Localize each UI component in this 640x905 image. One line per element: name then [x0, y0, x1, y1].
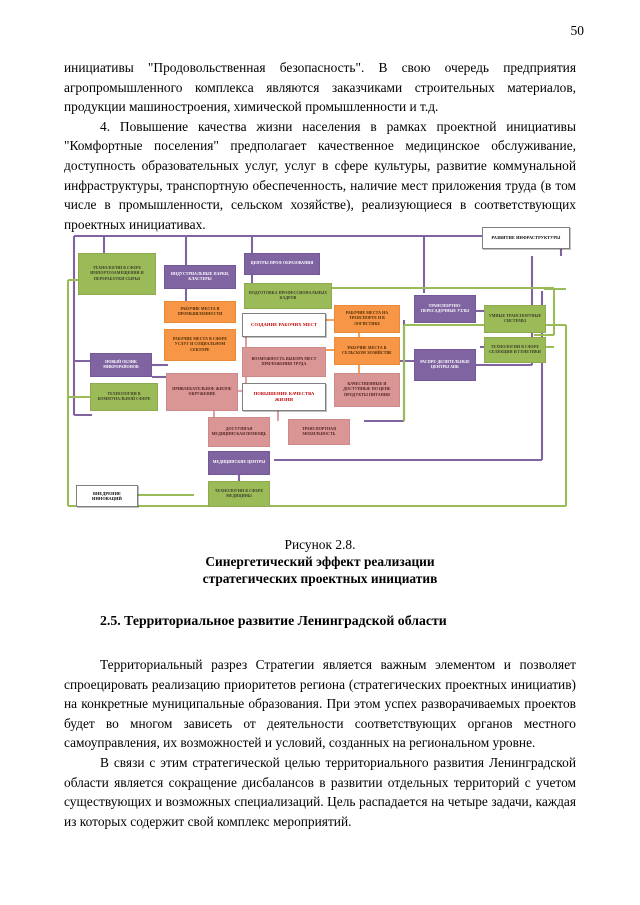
- node-novyy-oblik-mikrorayonov: НОВЫЙ ОБЛИК МИКРОРАЙОНОВ: [90, 353, 152, 377]
- node-vozmozhnost-vybora: ВОЗМОЖНОСТЬ ВЫБОРА МЕСТ ПРИЛОЖЕНИЯ ТРУДА: [242, 347, 326, 377]
- paragraph-1: инициативы "Продовольственная безопаснос…: [64, 60, 576, 115]
- node-tehnologii-selekcii: ТЕХНОЛОГИИ В СФЕРЕ СЕЛЕКЦИИ И ГЕНЕТИКИ: [484, 337, 546, 363]
- node-industrialnye-parki: ИНДУСТРИАЛЬНЫЕ ПАРКИ, КЛАСТЕРЫ: [164, 265, 236, 289]
- node-tehnologii-importozamescheniya: ТЕХНОЛОГИИ В СФЕРЕ ИМПОРТОЗАМЕЩЕНИЯ И ПЕ…: [78, 253, 156, 295]
- section-heading: 2.5. Территориальное развитие Ленинградс…: [100, 613, 447, 628]
- figure-diagram: РАЗВИТИЕ ИНФРАСТРУКТУРЫ ТЕХНОЛОГИИ В СФЕ…: [64, 225, 576, 530]
- node-rabochie-mesta-selhoz: РАБОЧИЕ МЕСТА В СЕЛЬСКОМ ХОЗЯЙСТВЕ: [334, 337, 400, 365]
- figure-title-line2: стратегических проектных инициатив: [202, 571, 438, 586]
- node-povyshenie-kachestva-zhizni: ПОВЫШЕНИЕ КАЧЕСТВА ЖИЗНИ: [242, 383, 326, 411]
- synergy-diagram: РАЗВИТИЕ ИНФРАСТРУКТУРЫ ТЕХНОЛОГИИ В СФЕ…: [64, 225, 576, 530]
- node-raspredelitelnye-centry-apk: РАСПРЕ-ДЕЛИТЕЛЬНЫЕ ЦЕНТРЫ АПК: [414, 349, 476, 381]
- node-dostupnaya-medicinskaya-pomosch: ДОСТУПНАЯ МЕДИЦИНСКАЯ ПОМОЩЬ: [208, 417, 270, 447]
- figure-title-line1: Синергетический эффект реализации: [205, 554, 435, 569]
- figure-caption: Рисунок 2.8. Синергетический эффект реал…: [64, 536, 576, 587]
- text-block-top: инициативы "Продовольственная безопаснос…: [64, 58, 576, 234]
- node-tehnologii-kommunalnoy-sfere: ТЕХНОЛОГИИ В КОММУНАЛЬНОЙ СФЕРЕ: [90, 383, 158, 411]
- node-transportnaya-mobilnost: ТРАНСПОРТНАЯ МОБИЛЬНОСТЬ: [288, 419, 350, 445]
- node-podgotovka-kadrov: ПОДГОТОВКА ПРОФЕССИОНАЛЬНЫХ КАДРОВ: [244, 283, 332, 309]
- node-rabochie-mesta-uslugi: РАБОЧИЕ МЕСТА В СФЕРЕ УСЛУГ И СОЦИАЛЬНОМ…: [164, 329, 236, 361]
- figure-number: Рисунок 2.8.: [284, 537, 356, 552]
- node-tehnologii-medicina: ТЕХНОЛОГИИ В СФЕРЕ МЕДИЦИНЫ: [208, 481, 270, 507]
- page-number: 50: [570, 23, 585, 38]
- text-block-bottom: В связи с этим стратегической целью терр…: [64, 753, 576, 831]
- paragraph-2: 4. Повышение качества жизни населения в …: [64, 118, 576, 232]
- node-kachestvennye-produkty: КАЧЕСТВЕННЫЕ И ДОСТУПНЫЕ ПО ЦЕНЕ ПРОДУКТ…: [334, 373, 400, 407]
- text-block-middle: Территориальный разрез Стратегии являетс…: [64, 655, 576, 753]
- node-umnye-transportnye-sistemy: УМНЫЕ ТРАНСПОРТНЫЕ СИСТЕМЫ: [484, 305, 546, 333]
- node-vnedrenie-innovaciy: ВНЕДРЕНИЕ ИННОВАЦИЙ: [76, 485, 138, 507]
- node-rabochie-mesta-promyshlennost: РАБОЧИЕ МЕСТА В ПРОМЫШЛЕННОСТИ: [164, 301, 236, 323]
- node-sozdanie-rabochih-mest: СОЗДАНИЕ РАБОЧИХ МЕСТ: [242, 313, 326, 337]
- node-privlekatelnoe-zhiloe-okruzhenie: ПРИВЛЕКАТЕЛЬНОЕ ЖИЛОЕ ОКРУЖЕНИЕ: [166, 373, 238, 411]
- node-centry-prof-obrazovaniya: ЦЕНТРЫ ПРОФ ОБРАЗОВАНИЯ: [244, 253, 320, 275]
- node-razvitie-infrastruktury: РАЗВИТИЕ ИНФРАСТРУКТУРЫ: [482, 227, 570, 249]
- node-rabochie-mesta-transport: РАБОЧИЕ МЕСТА НА ТРАНСПОРТЕ И В ЛОГИСТИК…: [334, 305, 400, 333]
- node-transportno-peresadochnye-uzly: ТРАНСПОРТНО-ПЕРЕСАДОЧНЫЕ УЗЛЫ: [414, 295, 476, 323]
- section-paragraph-1: Территориальный разрез Стратегии являетс…: [64, 657, 576, 751]
- section-paragraph-2: В связи с этим стратегической целью терр…: [64, 755, 576, 829]
- node-medicinskie-centry: МЕДИЦИНСКИЕ ЦЕНТРЫ: [208, 451, 270, 475]
